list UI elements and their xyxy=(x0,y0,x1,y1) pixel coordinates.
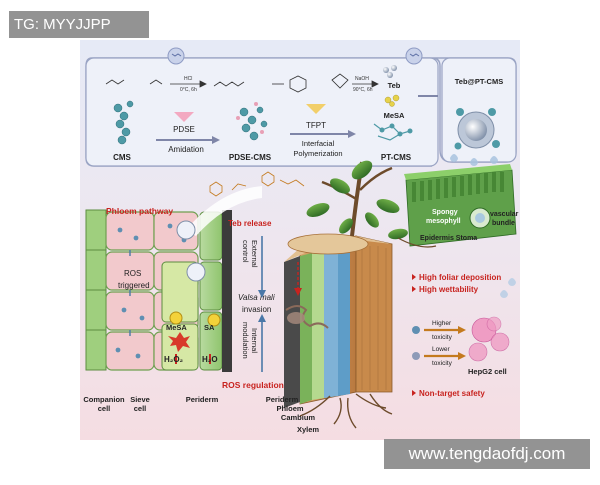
pdse-label: PDSE xyxy=(173,125,195,134)
reagent-label: NaOH xyxy=(355,76,369,82)
zoom-icon xyxy=(167,47,185,65)
hepg2-cells xyxy=(468,316,510,362)
phloem-label: Phloem xyxy=(276,404,303,413)
pdse-arrow xyxy=(174,112,194,122)
stem-cross-section xyxy=(284,160,408,429)
teb-release-label: Teb release xyxy=(228,219,272,228)
sieve-label: Sieve xyxy=(130,395,150,404)
mesa-cell-label: MeSA xyxy=(166,323,187,332)
foliar-deposition-text: High foliar deposition xyxy=(419,273,501,282)
invasion-label: invasion xyxy=(242,305,271,314)
polymerization-label: Polymerization xyxy=(293,149,342,158)
lower-label: Lower xyxy=(432,346,451,353)
internal-label: Internal xyxy=(250,328,259,353)
mesa-molecules xyxy=(384,94,400,107)
reaction-scheme xyxy=(105,73,379,93)
h2o-label: H₂O xyxy=(202,355,218,364)
reagent-label: 90°C, 6h xyxy=(353,87,373,93)
amidation-label: Amidation xyxy=(168,145,204,154)
tree-leaves xyxy=(306,160,408,240)
leaf-cross-section xyxy=(397,164,517,248)
tfpt-arrow xyxy=(306,104,326,114)
cms-helix xyxy=(113,100,134,145)
h2o2-label: H₂O₂ xyxy=(164,355,184,364)
teb-molecules xyxy=(383,65,397,78)
ros-label: ROS xyxy=(124,269,141,278)
mesophyll-label: mesophyll xyxy=(426,218,461,225)
pdse-cms-helix xyxy=(239,106,268,141)
tfpt-label: TFPT xyxy=(306,121,326,130)
non-target-safety-text: Non-target safety xyxy=(419,389,485,398)
ros-triggered-label: triggered xyxy=(118,281,150,290)
reagent-label: HCl xyxy=(184,76,192,82)
interfacial-label: Interfacial xyxy=(302,139,335,148)
roots xyxy=(299,393,393,429)
companion-label: Companion xyxy=(83,395,125,404)
hepg2-label: HepG2 cell xyxy=(468,367,507,376)
wettability-text: High wettability xyxy=(419,285,479,294)
valsa-mali-label: Valsa mali xyxy=(238,293,275,302)
control-label: control xyxy=(241,240,250,263)
cms-label: CMS xyxy=(113,153,131,162)
higher-label: Higher xyxy=(432,320,452,327)
companion-cell-label: cell xyxy=(98,404,111,413)
mesa-label: MeSA xyxy=(384,111,405,120)
watermark-bottom: www.tengdaofdj.com xyxy=(384,439,590,469)
pt-cms-label: PT-CMS xyxy=(381,153,412,162)
vascular-label: vascular xyxy=(490,211,519,218)
epidermis-stoma-label: Epidermis Stoma xyxy=(420,235,477,242)
feature-list xyxy=(412,274,416,396)
periderm-strip xyxy=(222,210,232,372)
pdse-cms-label: PDSE-CMS xyxy=(229,153,272,162)
xylem-label: Xylem xyxy=(297,425,319,434)
periderm-label: Periderm xyxy=(266,395,299,404)
magnify-bubble xyxy=(186,262,206,282)
reagent-label: 0°C, 6h xyxy=(180,87,197,93)
teb-molecule-structure xyxy=(209,171,305,197)
phloem-cell-diagram xyxy=(85,171,305,372)
lower-toxicity-label: toxicity xyxy=(432,360,453,367)
water-droplets xyxy=(500,278,516,298)
teb-label: Teb xyxy=(388,81,401,90)
magnify-bubble xyxy=(176,220,196,240)
ros-regulation-label: ROS regulation xyxy=(222,380,284,390)
spongy-label: Spongy xyxy=(432,209,458,216)
zoom-icon xyxy=(405,47,423,65)
droplets xyxy=(450,154,498,166)
phloem-pathway-label: Phloem pathway xyxy=(106,206,173,216)
cambium-label: Cambium xyxy=(281,413,316,422)
watermark-top: TG: MYYJJPP xyxy=(9,11,149,38)
modulation-label: modulation xyxy=(241,322,250,359)
ros-burst-icon xyxy=(168,332,190,352)
teb-pt-cms-label: Teb@PT-CMS xyxy=(455,77,503,86)
synthesis-panel: HCl 0°C, 6h NaOH 90°C, 6h CMS PDSE Amida… xyxy=(85,47,517,167)
sieve-cell-label: cell xyxy=(134,404,147,413)
toxicity-comparison xyxy=(412,316,510,362)
sa-cell-label: SA xyxy=(204,323,215,332)
periderm-left-label: Periderm xyxy=(186,395,219,404)
higher-toxicity-label: toxicity xyxy=(432,334,453,341)
external-label: External xyxy=(250,240,259,268)
bundle-label: bundle xyxy=(492,220,515,227)
